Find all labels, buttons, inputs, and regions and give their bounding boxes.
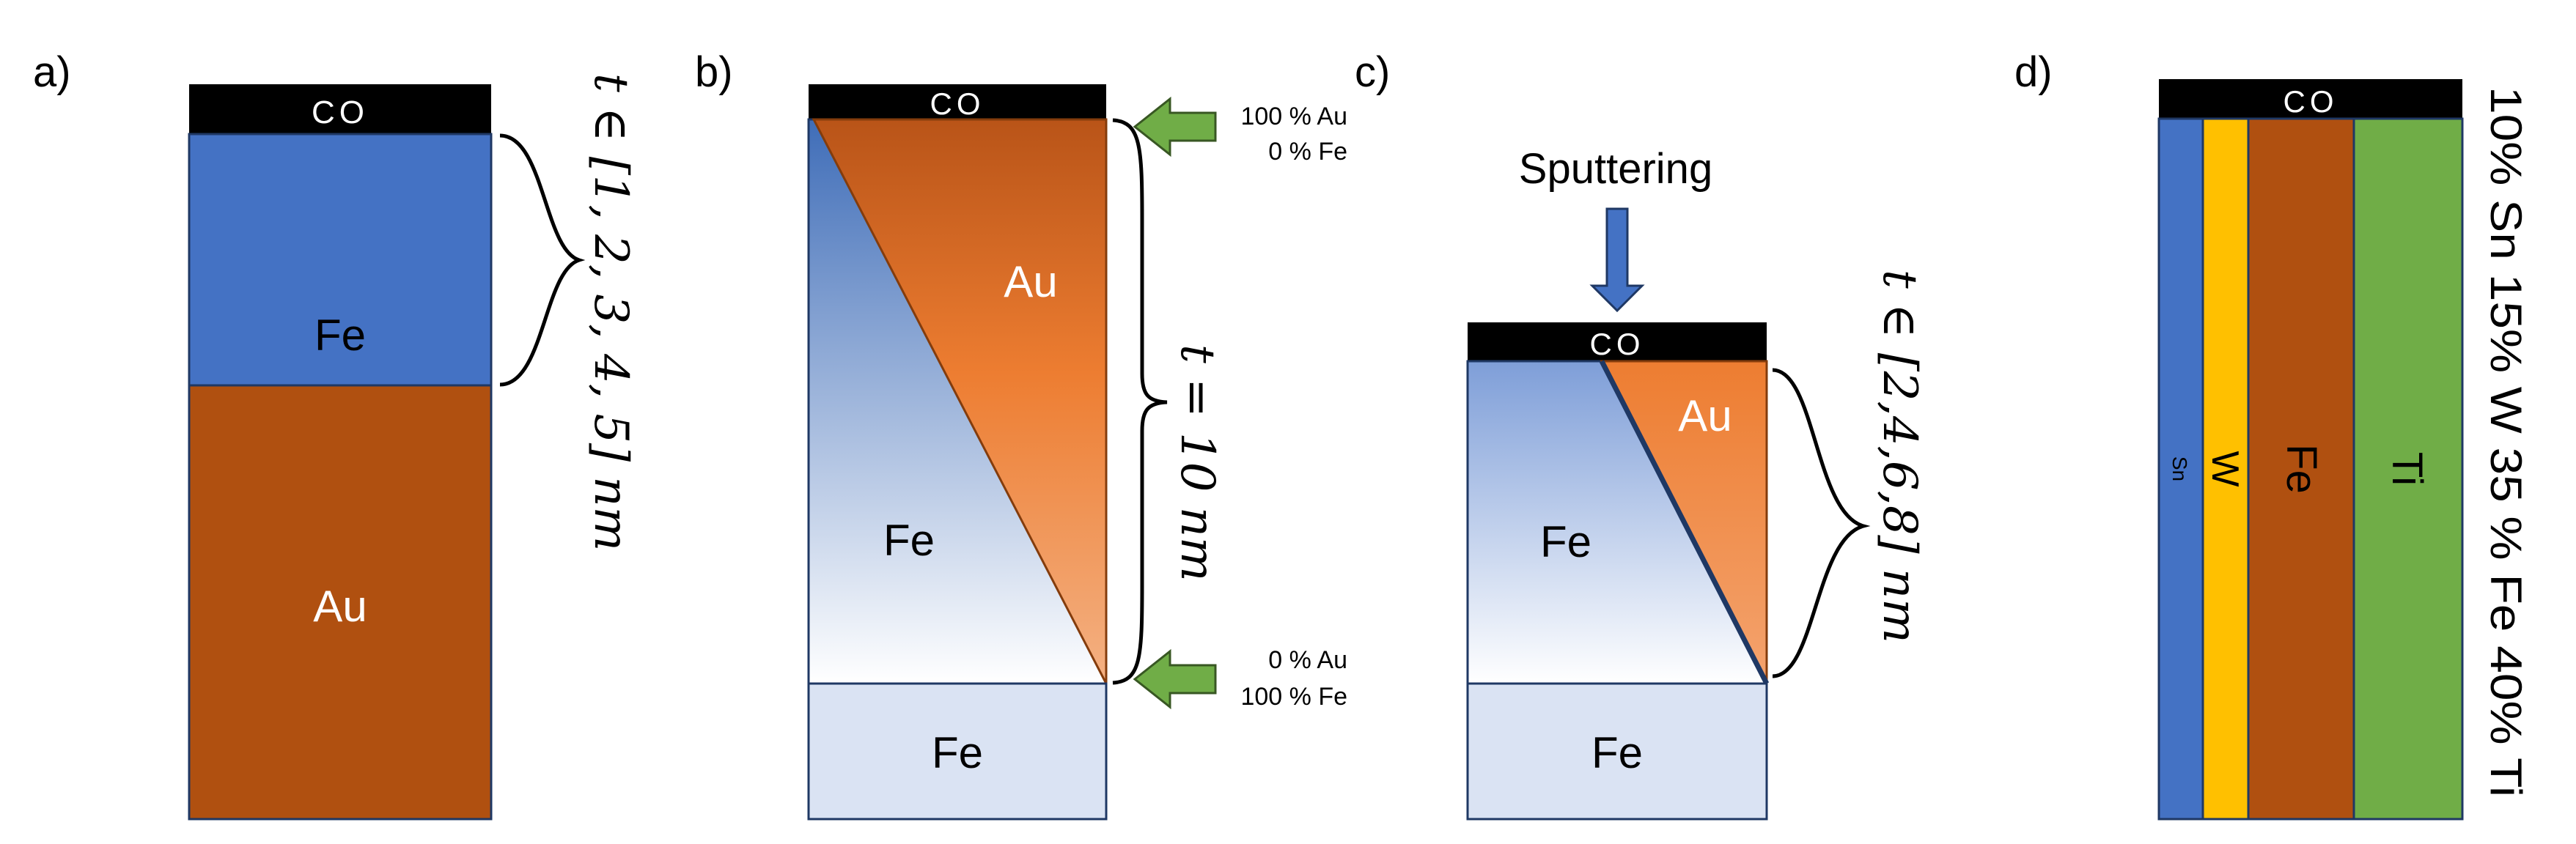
panel-c-brace — [1772, 368, 1871, 678]
ti-column — [2352, 117, 2464, 821]
panel-b-top-comp-au: 100 % Au — [1240, 103, 1347, 130]
panel-a-brace — [499, 133, 586, 387]
panel-c-interface-line — [1599, 360, 1770, 685]
panel-c-co-layer — [1468, 322, 1767, 361]
panel-c-au-label: Au — [1678, 391, 1732, 440]
panel-b-top-comp-fe: 0 % Fe — [1268, 138, 1347, 166]
panel-b: b) CO Au Fe Fe t = 10 nm 100 % Au 0 % Fe… — [695, 48, 1347, 821]
sputtering-arrow — [1589, 207, 1645, 313]
w-column — [2201, 117, 2250, 821]
panel-a-co-label: CO — [312, 95, 369, 130]
sputtering-label: Sputtering — [1519, 145, 1712, 193]
panel-a-fe-layer — [188, 133, 493, 387]
panel-b-thickness: t = 10 nm — [1170, 344, 1224, 582]
sn-label: Sn — [2168, 456, 2191, 481]
panel-c-substrate-label: Fe — [1591, 728, 1643, 777]
panel-a-fe-label: Fe — [314, 311, 366, 360]
panel-b-substrate-label: Fe — [932, 728, 983, 777]
panel-c: c) Sputtering CO Au Fe Fe t ∈ [2,4,6,8] … — [1355, 48, 1927, 821]
panel-b-au-label: Au — [1004, 257, 1057, 306]
panel-a-au-label: Au — [313, 582, 367, 631]
panel-b-fe-substrate — [807, 682, 1108, 821]
panel-b-fe-label: Fe — [883, 516, 935, 565]
panel-a-thickness: t ∈ [1, 2, 3, 4, 5] nm — [584, 73, 638, 551]
ti-label: Ti — [2383, 452, 2431, 486]
fe-label: Fe — [2278, 444, 2325, 494]
panel-b-co-layer — [809, 84, 1106, 119]
panel-a: a) CO Fe Au t ∈ [1, 2, 3, 4, 5] nm — [33, 48, 638, 821]
panel-b-au-wedge — [812, 118, 1108, 684]
panel-d-co-layer — [2159, 79, 2462, 119]
panel-b-bottom-arrow — [1133, 648, 1217, 710]
panel-a-co-layer — [189, 84, 491, 134]
panel-d-label: d) — [2014, 48, 2053, 96]
panel-c-co-label: CO — [1590, 327, 1645, 361]
panel-b-bottom-comp-au: 0 % Au — [1268, 646, 1347, 674]
panel-c-fe-label: Fe — [1540, 517, 1591, 566]
panel-c-thickness: t ∈ [2,4,6,8] nm — [1872, 270, 1927, 643]
panel-a-label: a) — [33, 48, 71, 96]
panel-d: d) CO Sn W Fe Ti 10% Sn 15% W 35 % Fe 40… — [2014, 48, 2531, 821]
panel-b-co-label: CO — [930, 86, 985, 121]
panel-c-label: c) — [1355, 48, 1390, 96]
composition-text: 10% Sn 15% W 35 % Fe 40% Ti — [2481, 86, 2531, 797]
panel-c-fe-substrate — [1466, 682, 1768, 821]
panel-b-top-arrow — [1133, 96, 1217, 158]
panel-b-label: b) — [695, 48, 733, 96]
panel-b-bottom-comp-fe: 100 % Fe — [1240, 683, 1347, 711]
panel-b-brace — [1112, 118, 1168, 685]
w-label: W — [2204, 451, 2246, 486]
sn-column — [2157, 117, 2204, 821]
fe-column — [2247, 117, 2355, 821]
panel-a-au-layer — [188, 384, 493, 821]
panel-d-co-label: CO — [2284, 84, 2338, 119]
